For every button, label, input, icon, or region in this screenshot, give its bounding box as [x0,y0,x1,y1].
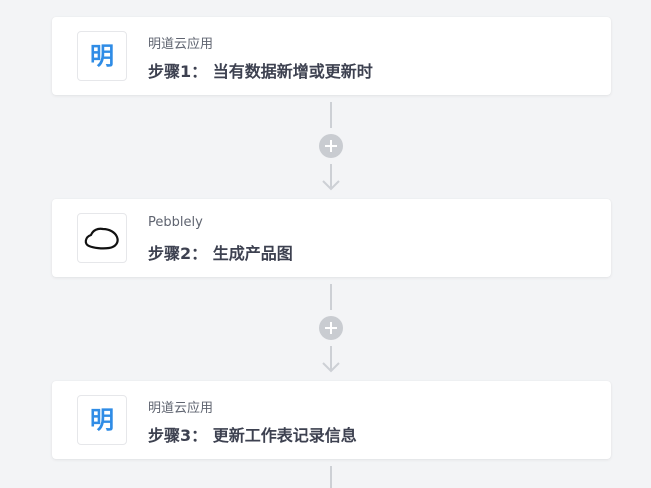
workflow-step-3[interactable]: 明 明道云应用 步骤3： 更新工作表记录信息 [52,381,611,459]
step-title: 步骤3： 更新工作表记录信息 [148,426,357,445]
step-connector [316,102,346,191]
add-step-button[interactable] [319,134,343,158]
step-title: 步骤2： 生成产品图 [148,244,293,263]
pebblely-icon [77,213,127,263]
pebble-shape-icon [84,227,119,250]
arrow-down-icon [322,346,340,373]
workflow-step-2[interactable]: Pebblely 步骤2： 生成产品图 [52,199,611,277]
connector-line [330,102,332,128]
mingdao-icon: 明 [77,31,127,81]
mingdao-icon: 明 [77,395,127,445]
add-step-button[interactable] [319,316,343,340]
step-app-name: 明道云应用 [148,37,214,52]
step-title: 步骤1： 当有数据新增或更新时 [148,62,373,81]
step-connector [316,284,346,373]
mingdao-icon-glyph: 明 [90,406,114,434]
connector-line [330,284,332,310]
step-app-name: Pebblely [148,215,203,230]
step-app-name: 明道云应用 [148,401,214,416]
connector-line [330,466,332,488]
mingdao-icon-glyph: 明 [90,42,114,70]
arrow-down-icon [322,164,340,191]
workflow-step-1[interactable]: 明 明道云应用 步骤1： 当有数据新增或更新时 [52,17,611,95]
